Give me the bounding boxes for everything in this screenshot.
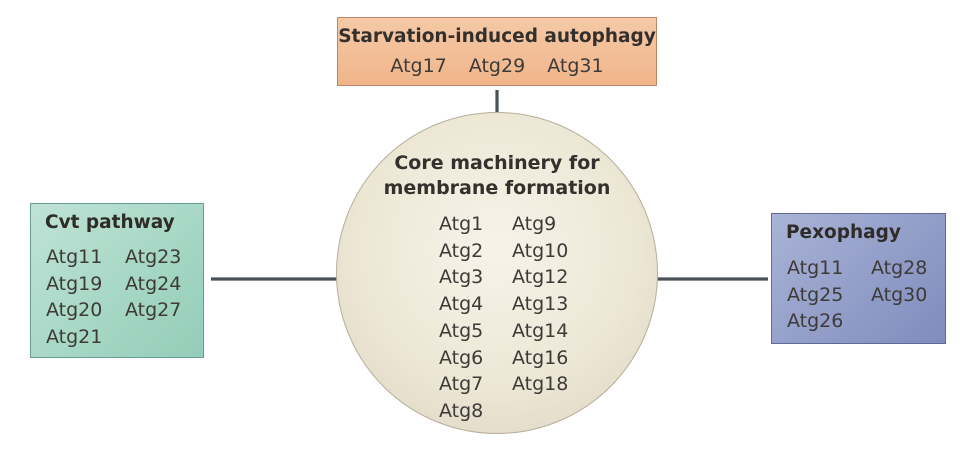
- core-item: Atg16: [512, 346, 569, 369]
- cvt-pathway-box: Cvt pathway Atg11 Atg19 Atg20 Atg21 Atg2…: [30, 203, 204, 358]
- cvt-pathway-title: Cvt pathway: [45, 212, 175, 233]
- pexophagy-item: Atg25: [787, 283, 844, 306]
- core-item: Atg2: [439, 239, 484, 262]
- core-item: Atg12: [512, 266, 569, 289]
- core-machinery-circle: Core machinery for membrane formation At…: [336, 112, 658, 434]
- core-item: Atg18: [512, 373, 569, 396]
- core-item: Atg8: [439, 399, 484, 422]
- cvt-list-column-1: Atg11 Atg19 Atg20 Atg21: [46, 244, 102, 350]
- starvation-autophagy-title: Starvation-induced autophagy: [338, 26, 656, 47]
- starvation-item: Atg29: [468, 55, 526, 77]
- pexophagy-item: Atg11: [787, 257, 844, 279]
- core-item: Atg5: [439, 319, 484, 342]
- cvt-item: Atg20: [46, 299, 103, 321]
- pexophagy-item: Atg26: [787, 310, 844, 332]
- pexophagy-item: Atg30: [871, 283, 928, 306]
- core-list-column-b: Atg9 Atg10 Atg12 Atg13 Atg14 Atg16 Atg18: [512, 211, 582, 398]
- core-item: Atg13: [512, 293, 569, 316]
- core-machinery-title: Core machinery for membrane formation: [337, 151, 657, 201]
- starvation-autophagy-items: Atg17 Atg29 Atg31: [338, 55, 656, 77]
- core-title-line: membrane formation: [383, 177, 611, 199]
- cvt-list-column-2: Atg23 Atg24 Atg27: [125, 244, 181, 324]
- pexophagy-item: Atg28: [871, 257, 928, 279]
- core-item: Atg1: [439, 213, 484, 235]
- starvation-item: Atg31: [547, 55, 604, 77]
- pexophagy-list-column-1: Atg11 Atg25 Atg26: [787, 255, 843, 335]
- starvation-autophagy-box: Starvation-induced autophagy Atg17 Atg29…: [337, 17, 657, 86]
- cvt-item: Atg21: [46, 325, 103, 348]
- pexophagy-box: Pexophagy Atg11 Atg25 Atg26 Atg28 Atg30: [771, 213, 946, 344]
- core-item: Atg3: [439, 266, 484, 289]
- cvt-item: Atg24: [125, 272, 182, 295]
- core-list-column-a: Atg1 Atg2 Atg3 Atg4 Atg5 Atg6 Atg7 Atg8: [439, 211, 509, 425]
- core-item: Atg7: [439, 373, 484, 396]
- core-item: Atg9: [512, 213, 557, 235]
- cvt-item: Atg11: [46, 246, 103, 268]
- cvt-item: Atg23: [125, 246, 182, 268]
- cvt-item: Atg19: [46, 272, 103, 295]
- starvation-item: Atg17: [390, 55, 447, 77]
- core-item: Atg6: [439, 346, 484, 369]
- cvt-item: Atg27: [125, 299, 182, 321]
- pexophagy-title: Pexophagy: [786, 222, 901, 243]
- core-item: Atg4: [439, 293, 484, 316]
- core-title-line: Core machinery for: [394, 152, 600, 174]
- core-item: Atg14: [512, 319, 569, 342]
- core-item: Atg10: [512, 239, 569, 262]
- pexophagy-list-column-2: Atg28 Atg30: [871, 255, 927, 308]
